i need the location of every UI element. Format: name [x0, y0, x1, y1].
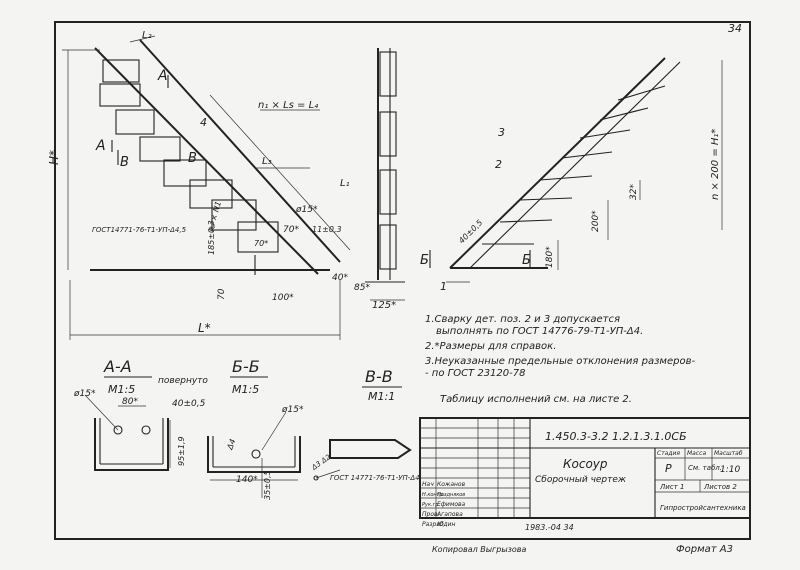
vv-gost: ГОСТ 14771-76-Т1-УП-Δ4 [330, 474, 420, 482]
bb-n4: Δ4 [225, 438, 237, 452]
label-L2: L₂ [142, 30, 152, 41]
name-1: Поздняков [437, 492, 465, 498]
aa-95: 95±1,9 [177, 436, 186, 466]
stringer-side-view [365, 48, 405, 301]
dim-180: 180* [545, 246, 555, 268]
name-4: Юдин [437, 521, 456, 528]
n1-ls-label: n₁ × Ls = L₄ [258, 100, 318, 111]
dim-11: 11±0,3 [312, 225, 342, 234]
role-4: Разраб. [422, 521, 446, 528]
note-line-5: - по ГОСТ 23120-78 [425, 368, 525, 379]
L1-label: L₁ [340, 178, 350, 189]
section-bb-profile [207, 411, 301, 498]
aa-80: 80* [122, 397, 138, 407]
sheet-label: Лист 1 [659, 483, 684, 491]
section-aa-profile [84, 394, 171, 471]
section-vv-scale: М1:1 [368, 390, 395, 403]
dim-185: 185±0,3 [207, 220, 216, 255]
height-H-label: H* [47, 150, 61, 165]
sheet-number: 34 [728, 22, 742, 35]
section-B-right2: Б [522, 253, 531, 268]
table-reference-note: Таблицу исполнений см. на листе 2. [440, 393, 632, 405]
drawing-subtitle: Сборочный чертеж [535, 475, 627, 485]
section-vv-title: В-В [365, 367, 393, 386]
section-aa-title: А-А [103, 357, 132, 376]
stringer-main-view [62, 35, 351, 340]
role-0: Нач [422, 481, 434, 488]
aa-d15: ø15* [73, 389, 96, 399]
section-A-top: A [157, 68, 168, 84]
sheet-frame [54, 21, 751, 540]
section-aa-scale: М1:5 [108, 383, 135, 396]
dim-40: 40* [332, 273, 348, 283]
bb-140: 140* [236, 475, 258, 485]
dim-70: 70* [283, 225, 299, 235]
mass-value: См. табл. [688, 464, 722, 472]
stringer-right-view [429, 57, 723, 283]
dim-125: 125* [372, 300, 396, 311]
role-3: Пров. [422, 511, 440, 518]
date-stamp: 1983.-04 34 [525, 523, 574, 532]
dim-32: 32* [629, 184, 639, 200]
note-line-1: 1.Сварку дет. поз. 2 и 3 допускается [425, 314, 620, 325]
gost-weld-left: ГОСТ14771-76-Т1-УП-Δ4,5 [92, 226, 187, 234]
copied-by: Копировал Выгрызова [432, 545, 527, 554]
name-2: Ефимова [437, 501, 466, 508]
scale-header: Масштаб [714, 450, 743, 457]
note-line-2: выполнять по ГОСТ 14776-79-Т1-УП-Δ4. [436, 326, 643, 337]
L3-label: L₃ [262, 156, 272, 167]
dim-200: 200* [591, 210, 601, 232]
bb-d15: ø15* [281, 405, 304, 415]
format-label: Формат А3 [676, 544, 733, 555]
stage-header: Стадия [657, 450, 680, 457]
note-line-3: 2.*Размеры для справок. [425, 341, 556, 352]
dim-85: 85* [354, 283, 370, 293]
dim-d15: ø15* [295, 205, 318, 215]
stage-value: Р [665, 462, 672, 475]
scale-value: 1:10 [720, 465, 740, 475]
role-1: Н.контр. [422, 492, 444, 498]
dim-70b: 70* [254, 239, 268, 248]
bb-35: 35±0,5 [263, 470, 272, 500]
length-L-label: L* [198, 321, 211, 335]
section-B-left: В [120, 155, 129, 170]
role-2: Рук.гр. [422, 502, 440, 508]
dim-40-05: 40±0,5 [457, 218, 484, 245]
dim-100: 100* [272, 293, 294, 303]
n-200-label: n × 200 = H₁* [710, 129, 721, 200]
position-4-label: 4 [200, 116, 207, 129]
section-aa-turned: повернуто [158, 376, 208, 386]
section-bb-title: Б-Б [232, 357, 260, 376]
vv-weld: Δ3 Δ2 [310, 453, 333, 472]
sheets-label: Листов 2 [703, 483, 737, 491]
section-bb-scale: М1:5 [232, 383, 259, 396]
section-B-right: Б [420, 253, 429, 268]
aa-40: 40±0,5 [172, 399, 206, 409]
drawing-name: Косоур [563, 457, 608, 471]
section-vv-profile [313, 439, 412, 481]
name-0: Кожанов [437, 481, 466, 488]
section-B-mid: В [188, 151, 197, 166]
mass-header: Масса [687, 450, 706, 457]
dim-70c: 70 [217, 288, 227, 300]
title-block [419, 417, 751, 519]
name-3: Агапова [436, 511, 463, 518]
position-1-label: 1 [440, 280, 447, 293]
doc-code: 1.450.3-3.2 1.2.1.3.1.0СБ [545, 430, 687, 443]
position-2-label: 2 [495, 158, 502, 171]
organization: Гипростройсантехника [660, 504, 746, 512]
position-3-label: 3 [498, 126, 505, 139]
section-A-left: A [95, 138, 106, 154]
note-line-4: 3.Неуказанные предельные отклонения разм… [425, 356, 695, 367]
